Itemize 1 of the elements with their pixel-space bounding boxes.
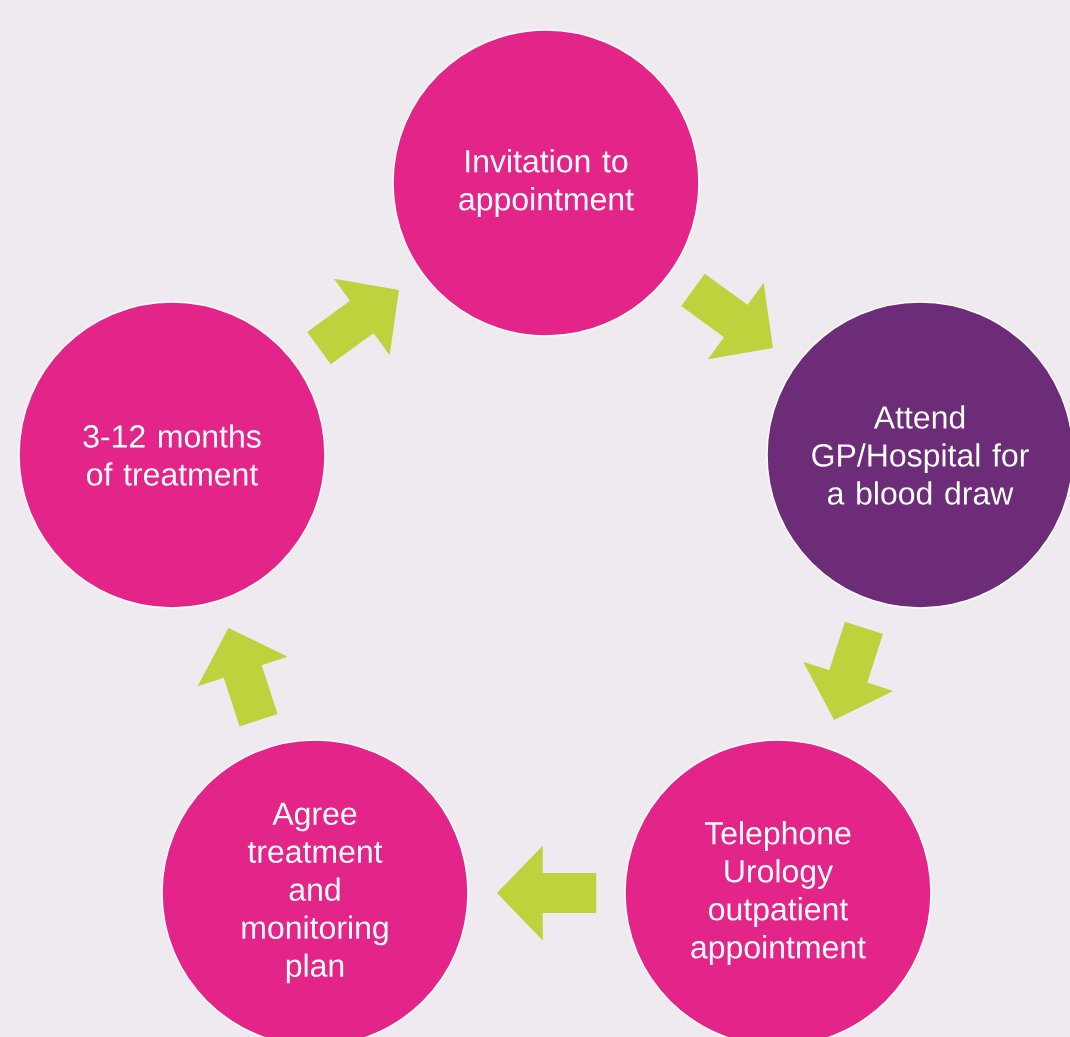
block-arrow: [307, 278, 399, 365]
